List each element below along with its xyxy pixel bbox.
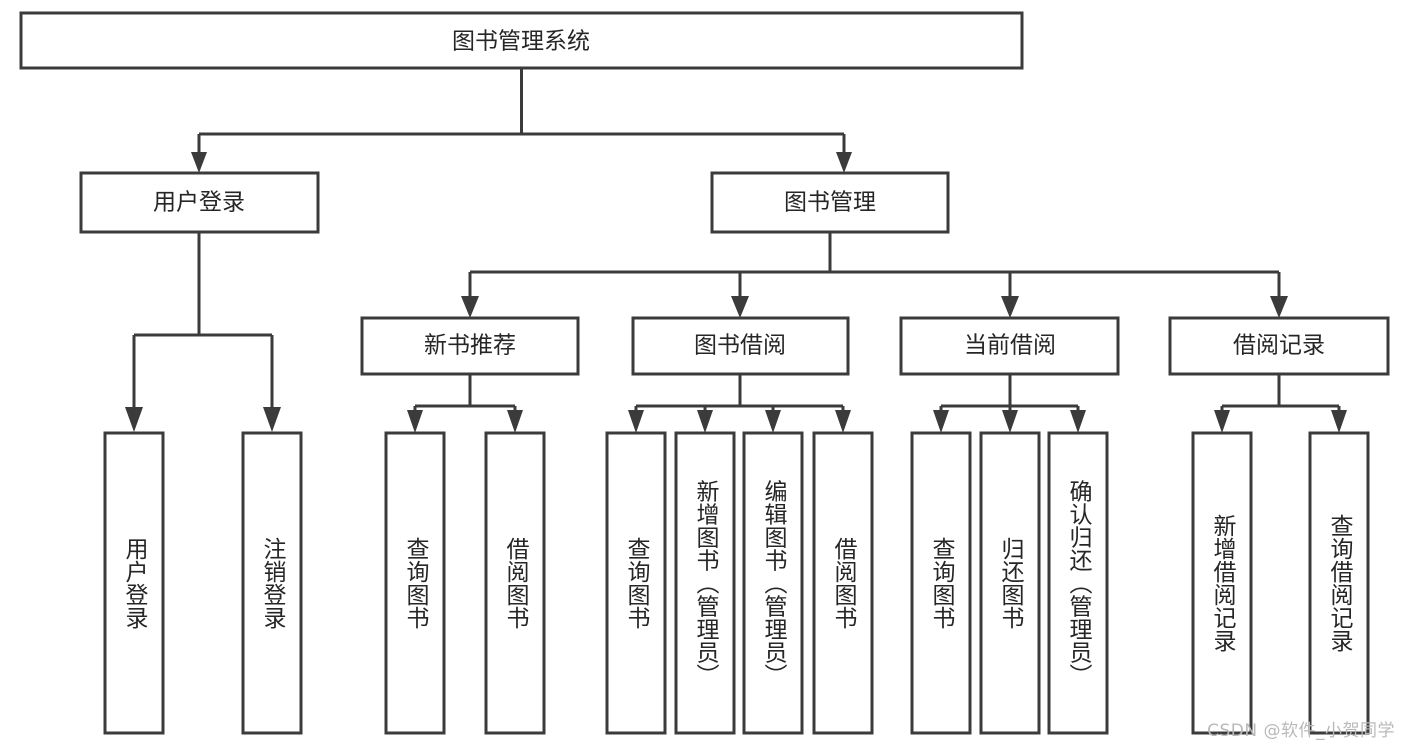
node-leaf-confirm-return-label: 确认归还（管理员） [1065, 480, 1093, 687]
node-user-login[interactable]: 用户登录 [79, 171, 320, 234]
node-leaf-user-login-label: 用户登录 [121, 537, 149, 629]
node-leaf-confirm-return-box[interactable] [1047, 431, 1109, 735]
node-book-manage-label: 图书管理 [784, 190, 876, 216]
node-leaf-query-record[interactable]: 查询借阅记录 [1308, 431, 1370, 735]
arrowhead-leaf-user-login [125, 407, 143, 432]
node-book-borrow-box[interactable] [631, 316, 850, 376]
node-leaf-query-book-1[interactable]: 查询图书 [384, 431, 446, 735]
arrowhead-user-login [191, 152, 207, 173]
node-new-book-rec-label: 新书推荐 [424, 333, 516, 359]
connectors [125, 68, 1347, 433]
arrowhead-leaf-return-book [1002, 410, 1018, 433]
node-leaf-borrow-book-2-box[interactable] [812, 431, 874, 735]
arrowhead-borrow-record [1270, 296, 1288, 318]
node-leaf-edit-book-label: 编辑图书（管理员） [760, 480, 788, 687]
node-user-login-label: 用户登录 [153, 190, 245, 216]
node-leaf-return-book-box[interactable] [979, 431, 1041, 735]
node-root[interactable]: 图书管理系统 [19, 11, 1024, 70]
node-leaf-user-logout[interactable]: 注销登录 [241, 431, 303, 735]
arrowhead-current-borrow [1001, 296, 1019, 318]
node-leaf-add-book-label: 新增图书（管理员） [692, 480, 720, 687]
node-user-login-box[interactable] [79, 171, 320, 234]
arrowhead-leaf-query-book-2 [628, 410, 644, 433]
node-leaf-add-record[interactable]: 新增借阅记录 [1191, 431, 1253, 735]
node-root-label: 图书管理系统 [452, 29, 590, 55]
arrowhead-book-manage [836, 152, 852, 173]
node-leaf-edit-book[interactable]: 编辑图书（管理员） [742, 431, 804, 735]
arrowhead-leaf-query-record [1331, 410, 1347, 433]
node-leaf-query-book-1-box[interactable] [384, 431, 446, 735]
node-borrow-record[interactable]: 借阅记录 [1168, 316, 1390, 376]
node-leaf-query-book-2-label: 查询图书 [623, 537, 651, 629]
node-leaf-query-book-2-box[interactable] [605, 431, 667, 735]
node-leaf-add-record-label: 新增借阅记录 [1209, 514, 1237, 652]
arrowhead-leaf-query-book-3 [933, 410, 949, 433]
node-root-box[interactable] [19, 11, 1024, 70]
arrowhead-leaf-add-book [697, 410, 713, 433]
node-borrow-record-label: 借阅记录 [1233, 333, 1325, 359]
node-leaf-add-record-box[interactable] [1191, 431, 1253, 735]
arrowhead-leaf-borrow-book-1 [507, 410, 523, 433]
node-book-borrow-label: 图书借阅 [694, 333, 786, 359]
arrowhead-leaf-edit-book [765, 410, 781, 433]
node-leaf-user-logout-label: 注销登录 [259, 537, 287, 629]
node-leaf-query-book-3-box[interactable] [910, 431, 972, 735]
watermark-text: CSDN @软件_小贺同学 [1207, 721, 1395, 741]
node-new-book-rec-box[interactable] [360, 316, 580, 376]
node-leaf-borrow-book-2-label: 借阅图书 [830, 537, 858, 629]
node-leaf-user-login[interactable]: 用户登录 [103, 431, 165, 735]
node-borrow-record-box[interactable] [1168, 316, 1390, 376]
node-new-book-rec[interactable]: 新书推荐 [360, 316, 580, 376]
node-leaf-borrow-book-1[interactable]: 借阅图书 [484, 431, 546, 735]
node-leaf-borrow-book-1-label: 借阅图书 [502, 537, 530, 629]
node-leaf-add-book[interactable]: 新增图书（管理员） [674, 431, 736, 735]
arrowhead-leaf-confirm-return [1070, 410, 1086, 433]
node-leaf-query-book-2[interactable]: 查询图书 [605, 431, 667, 735]
node-leaf-borrow-book-1-box[interactable] [484, 431, 546, 735]
node-leaf-user-logout-box[interactable] [241, 431, 303, 735]
node-leaf-confirm-return[interactable]: 确认归还（管理员） [1047, 431, 1109, 735]
node-leaf-return-book-label: 归还图书 [997, 537, 1025, 629]
arrowhead-leaf-borrow-book-2 [835, 410, 851, 433]
arrowhead-new-book-rec [461, 296, 479, 318]
node-current-borrow-label: 当前借阅 [964, 333, 1056, 359]
node-leaf-query-book-3-label: 查询图书 [928, 537, 956, 629]
node-current-borrow-box[interactable] [899, 316, 1120, 376]
arrowhead-book-borrow [731, 296, 749, 318]
node-leaf-query-record-box[interactable] [1308, 431, 1370, 735]
node-leaf-edit-book-box[interactable] [742, 431, 804, 735]
node-leaf-user-login-box[interactable] [103, 431, 165, 735]
arrowhead-leaf-add-record [1214, 410, 1230, 433]
node-leaf-query-book-3[interactable]: 查询图书 [910, 431, 972, 735]
node-book-manage-box[interactable] [710, 171, 950, 234]
node-leaf-add-book-box[interactable] [674, 431, 736, 735]
node-leaf-query-book-1-label: 查询图书 [402, 537, 430, 629]
node-book-manage[interactable]: 图书管理 [710, 171, 950, 234]
node-leaf-query-record-label: 查询借阅记录 [1326, 514, 1354, 652]
arrowhead-leaf-query-book-1 [407, 410, 423, 433]
node-current-borrow[interactable]: 当前借阅 [899, 316, 1120, 376]
node-book-borrow[interactable]: 图书借阅 [631, 316, 850, 376]
node-leaf-borrow-book-2[interactable]: 借阅图书 [812, 431, 874, 735]
arrowhead-leaf-user-logout [263, 407, 281, 432]
node-leaf-return-book[interactable]: 归还图书 [979, 431, 1041, 735]
